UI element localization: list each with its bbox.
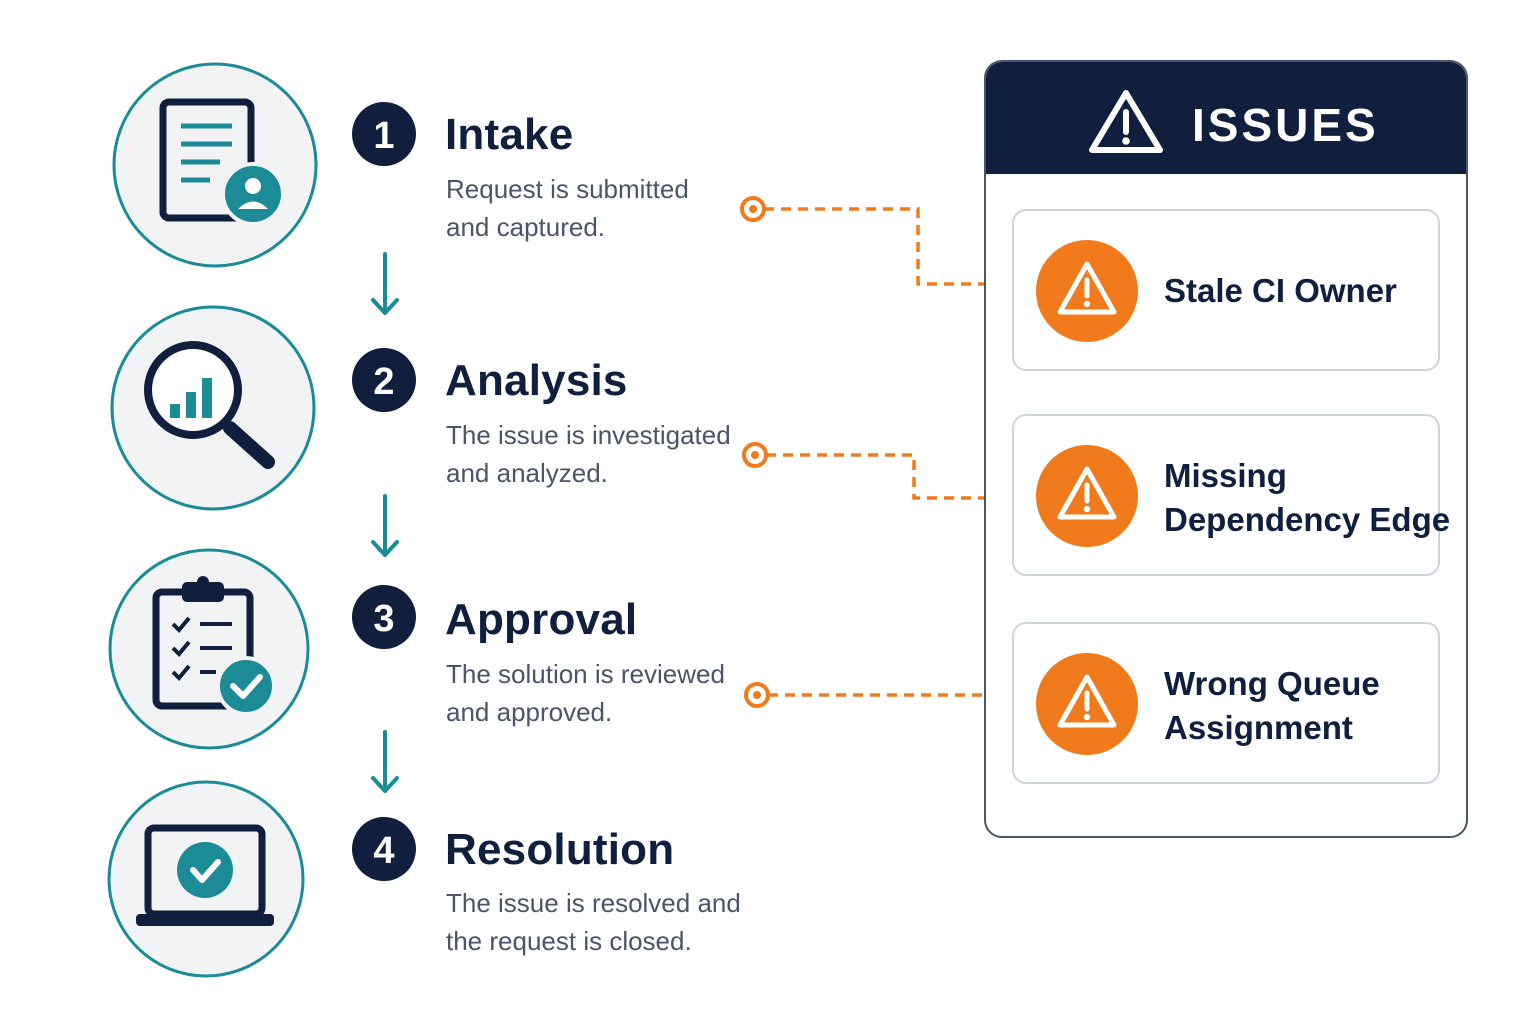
warning-icon (1036, 653, 1138, 755)
issue-3-label-line-1: Wrong Queue (1164, 665, 1380, 702)
step-3-description: The solution is reviewed and approved. (446, 655, 725, 731)
issue-3-label-line-2: Assignment (1164, 709, 1353, 746)
document-user-icon (159, 98, 285, 226)
step-2-number: 2 (373, 361, 394, 403)
clipboard-check-icon (152, 576, 276, 716)
issue-card-2[interactable]: Missing Dependency Edge (1012, 414, 1450, 576)
issue-1-label-line-1: Stale CI Owner (1164, 272, 1397, 309)
flow-arrow-1-2 (371, 252, 399, 315)
step-3-title: Approval (445, 595, 638, 644)
step-1-title: Intake (445, 110, 574, 159)
issue-card-1[interactable]: Stale CI Owner (1012, 209, 1440, 371)
step-4-desc-line-2: the request is closed. (446, 926, 692, 956)
issues-panel-title: ISSUES (1192, 99, 1379, 151)
step-1-number: 1 (373, 115, 394, 157)
issue-label: Stale CI Owner (1164, 269, 1397, 313)
laptop-check-icon (136, 824, 274, 926)
issue-card-3[interactable]: Wrong Queue Assignment (1012, 622, 1440, 784)
step-4-number-badge (352, 817, 416, 881)
step-1-desc-line-2: and captured. (446, 212, 606, 242)
step-3-number: 3 (373, 598, 394, 640)
step-2-desc-line-2: and analyzed. (446, 458, 608, 488)
warning-icon (1036, 240, 1138, 342)
flow-arrow-2-3 (371, 494, 399, 557)
step-1-number-badge (352, 102, 416, 166)
step-1-description: Request is submitted and captured. (446, 170, 689, 246)
warning-icon (1036, 445, 1138, 547)
step-4-desc-line-1: The issue is resolved and (446, 888, 741, 918)
issue-2-label-line-1: Missing (1164, 457, 1287, 494)
step-2-desc-line-1: The issue is investigated (446, 420, 731, 450)
step-2-icon-circle (110, 305, 316, 511)
flow-arrow-3-4 (371, 730, 399, 793)
connector-analysis-to-issue-2 (742, 442, 1008, 500)
issues-panel: ISSUES Stale CI Owner Missing Dependency… (984, 60, 1468, 838)
step-4-icon-circle (107, 780, 305, 978)
issue-label: Missing Dependency Edge (1164, 454, 1450, 542)
step-4-number: 4 (373, 830, 394, 872)
magnifier-chart-icon (144, 341, 275, 469)
step-3-desc-line-2: and approved. (446, 697, 613, 727)
issue-label: Wrong Queue Assignment (1164, 662, 1380, 750)
issues-panel-header: ISSUES (986, 62, 1466, 174)
step-4-title: Resolution (445, 825, 675, 874)
step-1-icon-circle (112, 62, 318, 268)
step-3-desc-line-1: The solution is reviewed (446, 659, 725, 689)
step-2-title: Analysis (445, 356, 628, 405)
step-3-icon-circle (108, 548, 310, 750)
step-3-number-badge (352, 585, 416, 649)
warning-icon (1089, 90, 1163, 153)
connector-approval-to-issue-3 (744, 682, 1008, 708)
issue-2-label-line-2: Dependency Edge (1164, 501, 1451, 538)
step-4-description: The issue is resolved and the request is… (446, 884, 741, 960)
step-2-description: The issue is investigated and analyzed. (446, 416, 731, 492)
step-2-number-badge (352, 348, 416, 412)
step-1-desc-line-1: Request is submitted (446, 174, 689, 204)
connector-intake-to-issue-1 (740, 196, 1008, 286)
